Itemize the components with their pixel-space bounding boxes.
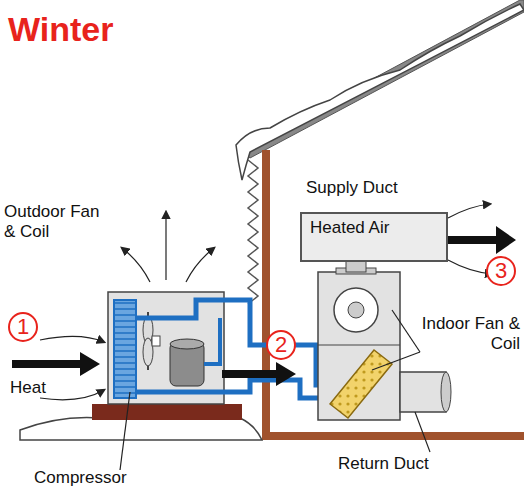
part-label: Return Duct — [338, 454, 478, 474]
part-label: Heat — [10, 378, 70, 398]
part-label: Supply Duct — [306, 178, 446, 198]
callout-number: 1 — [8, 312, 38, 342]
duct-box: Heated Air — [300, 212, 448, 262]
duct-label: Heated Air — [302, 214, 446, 242]
part-label: Indoor Fan & Coil — [420, 314, 520, 353]
callout-number: 2 — [266, 330, 296, 360]
title: Winter — [8, 10, 113, 49]
part-label: Outdoor Fan & Coil — [4, 202, 104, 241]
callout-number: 3 — [486, 256, 516, 286]
part-label: Compressor — [34, 468, 174, 488]
